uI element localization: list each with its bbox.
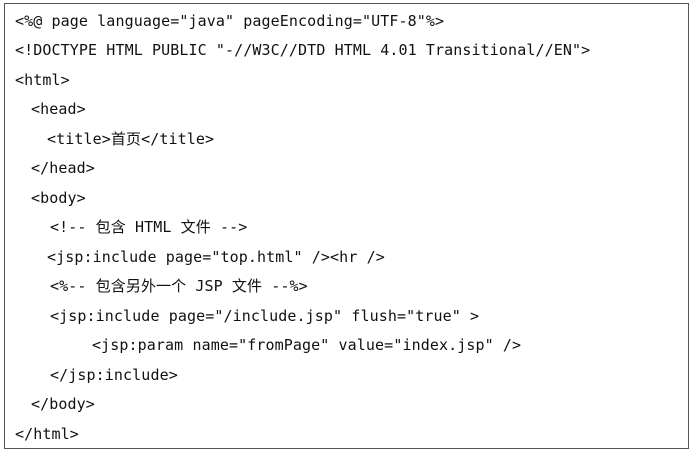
code-line-head-close: </head> — [31, 159, 95, 177]
code-line-doctype: <!DOCTYPE HTML PUBLIC "-//W3C//DTD HTML … — [15, 41, 591, 59]
code-line-body-close: </body> — [31, 395, 95, 413]
code-line-html-comment: <!-- 包含 HTML 文件 --> — [50, 218, 248, 236]
code-line-include-close: </jsp:include> — [50, 366, 178, 384]
code-line-html-open: <html> — [15, 71, 70, 89]
code-line-jsp-comment: <%-- 包含另外一个 JSP 文件 --%> — [50, 277, 308, 295]
code-line-jsp-param: <jsp:param name="fromPage" value="index.… — [92, 336, 522, 354]
code-line-include-open: <jsp:include page="/include.jsp" flush="… — [50, 307, 480, 325]
code-line-body-open: <body> — [31, 189, 86, 207]
code-line-jsp-directive: <%@ page language="java" pageEncoding="U… — [15, 12, 445, 30]
code-listing-box: <%@ page language="java" pageEncoding="U… — [4, 3, 689, 449]
code-line-head-open: <head> — [31, 100, 86, 118]
code-line-title: <title>首页</title> — [47, 130, 215, 148]
code-line-include-top: <jsp:include page="top.html" /><hr /> — [47, 248, 385, 266]
code-line-html-close: </html> — [15, 425, 79, 443]
